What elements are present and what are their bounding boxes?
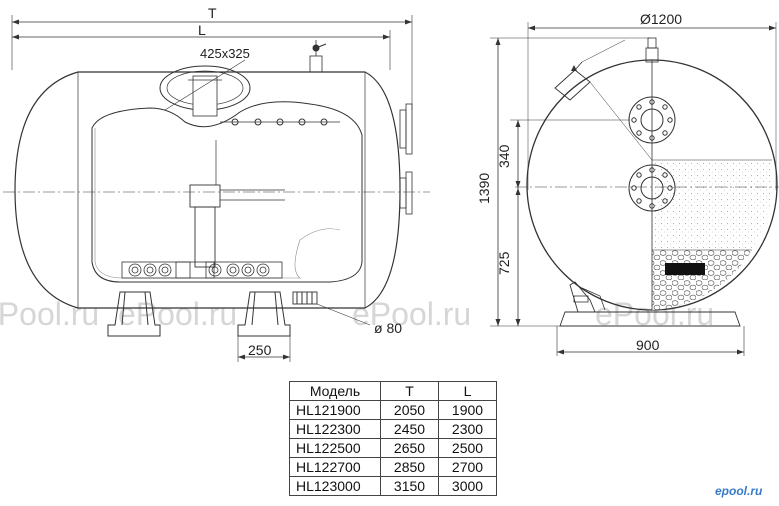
diameter-label: Ø1200: [640, 11, 682, 27]
base-width-label: 900: [636, 337, 660, 353]
l-cell: 1900: [438, 400, 497, 420]
l-cell: 2700: [438, 457, 497, 477]
lower-flange: [628, 164, 676, 212]
table-header-row: Модель T L: [289, 381, 497, 401]
upper-offset-label: 340: [496, 144, 512, 168]
watermark-text: ePool.ru: [0, 296, 99, 332]
t-cell: 3150: [380, 476, 439, 496]
dimension-l-label: L: [198, 22, 206, 38]
leg-width-label: 250: [248, 342, 272, 358]
table-row: HL122300 2450 2300: [289, 419, 497, 439]
brand-logo: epool.ru: [715, 484, 763, 498]
model-cell: HL122300: [289, 419, 381, 439]
l-cell: 2300: [438, 419, 497, 439]
height-label: 1390: [476, 173, 492, 204]
upper-distributor-holes: [231, 118, 328, 126]
t-cell: 2850: [380, 457, 439, 477]
model-spec-table: Модель T L HL121900 2050 1900 HL122300 2…: [289, 381, 497, 496]
t-cell: 2450: [380, 419, 439, 439]
table-row: HL121900 2050 1900: [289, 400, 497, 420]
model-cell: HL122500: [289, 438, 381, 458]
drain-diameter-label: ø 80: [374, 320, 402, 336]
table-row: HL123000 3150 3000: [289, 476, 497, 496]
l-cell: 3000: [438, 476, 497, 496]
watermark-text: ePool.ru: [352, 296, 471, 332]
front-view: [490, 22, 779, 356]
lower-offset-label: 725: [496, 251, 512, 275]
t-cell: 2050: [380, 400, 439, 420]
l-cell: 2500: [438, 438, 497, 458]
watermark-text: ePool.ru: [118, 296, 237, 332]
upper-flange: [628, 96, 676, 144]
model-cell: HL123000: [289, 476, 381, 496]
column-header-model: Модель: [289, 381, 381, 401]
side-view: [3, 15, 430, 362]
column-header-l: L: [438, 381, 497, 401]
t-cell: 2650: [380, 438, 439, 458]
table-row: HL122700 2850 2700: [289, 457, 497, 477]
manhole-size-label: 425x325: [200, 46, 250, 61]
model-cell: HL122700: [289, 457, 381, 477]
dimension-t-label: T: [208, 5, 217, 21]
table-row: HL122500 2650 2500: [289, 438, 497, 458]
model-cell: HL121900: [289, 400, 381, 420]
lateral-nozzles: [128, 261, 270, 279]
column-header-t: T: [380, 381, 439, 401]
